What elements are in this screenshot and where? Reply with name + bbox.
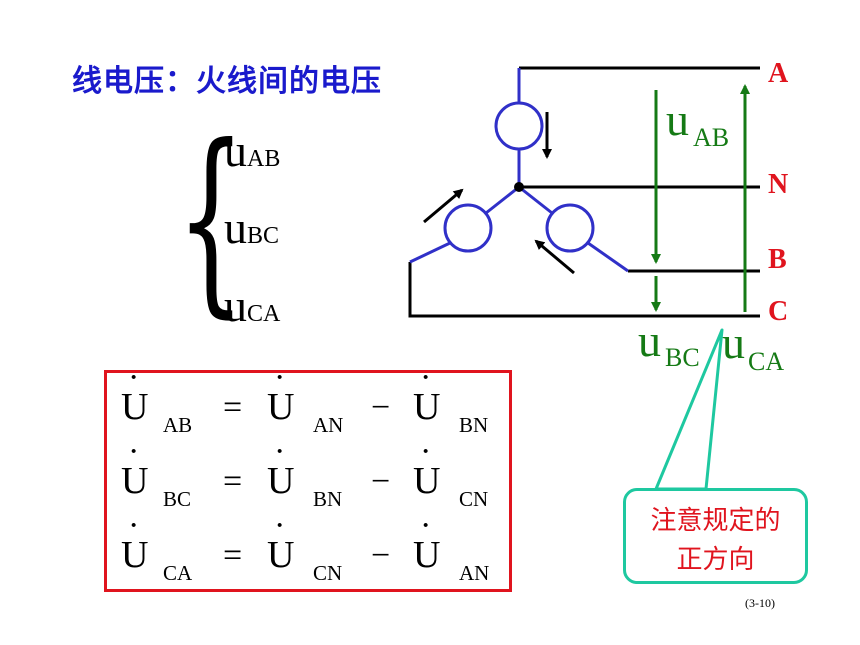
phase-arrow-b (534, 239, 575, 275)
phasor-u: U (121, 433, 148, 503)
neutral-node (514, 182, 524, 192)
terminal-label-n: N (768, 169, 788, 200)
terminal-label-a: A (768, 58, 789, 89)
eq-term2-sub: BN (459, 413, 489, 437)
u-bc-label-base: u (638, 315, 661, 366)
u-ca-label-sub: CA (748, 347, 784, 376)
left-brace: { (176, 103, 246, 336)
line-c (408, 262, 760, 318)
minus-sign: − (371, 463, 391, 500)
equals-sign: = (223, 389, 243, 426)
phase-c-winding (409, 185, 520, 264)
terminal-label-b: B (768, 244, 787, 275)
callout-line-1: 注意规定的 (650, 506, 781, 536)
eq-term1-sub: CN (313, 561, 343, 585)
phasor-u: U (121, 359, 148, 429)
callout-note: 注意规定的 正方向 (623, 488, 808, 584)
eq-term2-sub: AN (459, 561, 490, 585)
equals-sign: = (223, 537, 243, 574)
equals-sign: = (223, 463, 243, 500)
eq-term2-sub: CN (459, 487, 489, 511)
phasor-u: U (413, 359, 440, 429)
voltage-base: u (224, 280, 247, 331)
voltage-u-ab: uAB (224, 124, 280, 177)
eq-lhs-sub: BC (163, 487, 192, 511)
voltage-sub: AB (247, 146, 281, 172)
u-bc-label-sub: BC (665, 343, 700, 372)
voltage-base: u (224, 125, 247, 176)
eq-lhs-sub: CA (163, 561, 193, 585)
voltage-sub: BC (247, 223, 280, 249)
page-number: (3-10) (745, 596, 775, 610)
minus-sign: − (371, 389, 391, 426)
eq-term1-sub: BN (313, 487, 343, 511)
u-ab-label-sub: AB (693, 123, 729, 152)
phasor-u: U (267, 359, 294, 429)
voltage-base: u (224, 202, 247, 253)
eq-term1-sub: AN (313, 413, 344, 437)
phasor-u: U (413, 507, 440, 577)
page-title: 线电压：火线间的电压 (72, 64, 382, 99)
terminal-label-c: C (768, 296, 788, 327)
phase-b-winding (518, 185, 629, 273)
phasor-u: U (121, 507, 148, 577)
phasor-u: U (413, 433, 440, 503)
minus-sign: − (371, 537, 391, 574)
u-ab-label-base: u (666, 94, 689, 145)
voltage-sub: CA (247, 301, 281, 327)
phase-a-winding (494, 68, 544, 187)
eq-lhs-sub: AB (163, 413, 193, 437)
callout-line-2: 正方向 (676, 545, 755, 575)
voltage-u-bc: uBC (224, 201, 279, 254)
phasor-u: U (267, 507, 294, 577)
u-ca-label-base: u (722, 317, 745, 368)
formula-box: U AB = U AN − U BN U BC = U BN − U CN U … (104, 359, 512, 592)
voltage-u-ca: uCA (224, 279, 280, 332)
phasor-u: U (267, 433, 294, 503)
phase-arrow-c (423, 188, 464, 224)
